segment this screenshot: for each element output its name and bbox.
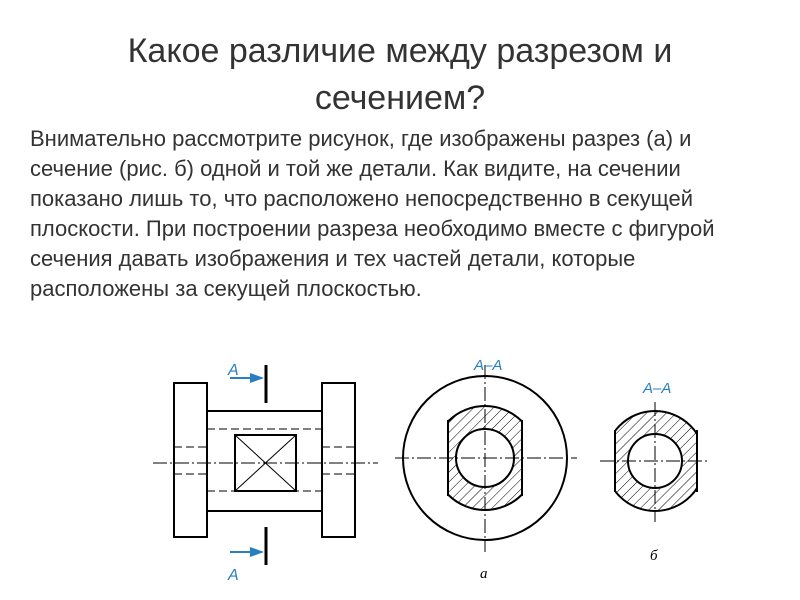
cutting-plane-mark-top: A [227, 362, 268, 403]
side-view-drawing [153, 382, 378, 538]
slide-title: Какое различие между разрезом и сечением… [127, 32, 673, 117]
center-body [206, 410, 323, 512]
slide-body-text: Внимательно рассмотрите рисунок, где изо… [30, 126, 715, 301]
right-flange [321, 382, 356, 538]
cut-label-top: A [227, 362, 239, 379]
cutting-plane-mark-bottom: A [227, 527, 268, 584]
caption-b: б [650, 548, 658, 564]
cut-view-a: A–A а [395, 357, 577, 582]
section-view-b: A–A б [600, 380, 708, 564]
left-flange [173, 382, 208, 538]
technical-drawing: A A A–A а A–A б [153, 357, 708, 584]
caption-a: а [480, 566, 488, 582]
section-label-a: A–A [473, 357, 502, 374]
cut-label-bottom: A [227, 567, 239, 584]
section-label-b: A–A [642, 380, 671, 397]
